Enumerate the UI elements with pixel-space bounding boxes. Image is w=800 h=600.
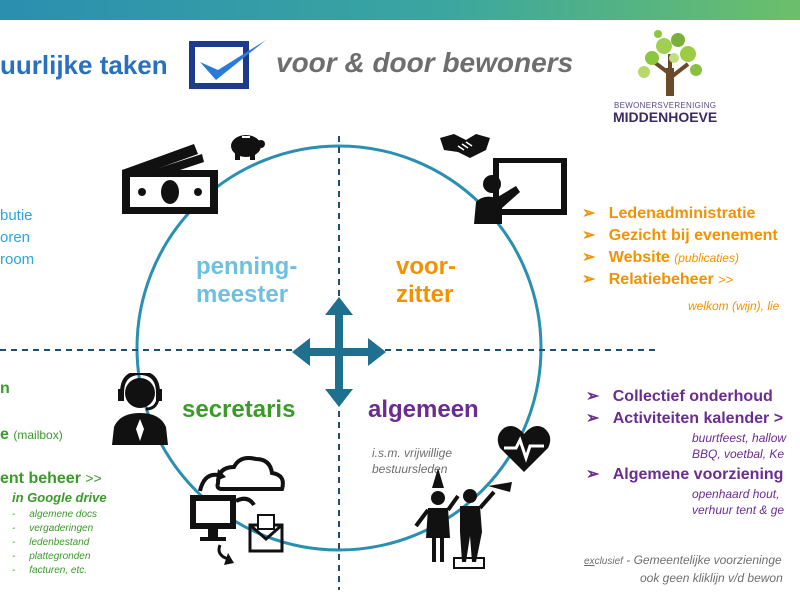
file-name: plattegronden (29, 551, 91, 562)
role-penningmeester: penning- meester (196, 253, 297, 309)
detail-line: verhuur tent & ge (692, 503, 785, 517)
algemeen-task-2: ➢ Activiteiten kalender > (586, 408, 783, 430)
penningmeester-tasks: butie oren room (0, 205, 34, 271)
drive-file-list: - algemene docs - vergaderingen - ledenb… (12, 508, 97, 578)
task-suffix: (publicaties) (674, 251, 739, 265)
bullet-icon: ➢ (582, 205, 596, 222)
secretaris-task-2-label: e (0, 426, 9, 443)
role-algemeen: algemeen (368, 396, 479, 423)
task-label: Gezicht bij evenement (608, 227, 778, 244)
file-name: facturen, etc. (29, 565, 88, 576)
list-item: - algemene docs (12, 509, 98, 520)
bullet-icon: ➢ (582, 271, 596, 288)
secretaris-task-3: ent beheer >> (0, 470, 102, 488)
heartbeat-icon (497, 426, 551, 472)
role-voorzitter: voor- zitter (396, 253, 456, 309)
list-item: butie (0, 207, 33, 224)
algemeen-note-line1: i.s.m. vrijwillige (372, 446, 453, 460)
task-label: Collectief onderhoud (612, 388, 773, 405)
list-item: ➢ Ledenadministratie (582, 203, 778, 225)
task-suffix: >> (718, 272, 734, 287)
list-item: ➢ Gezicht bij evenement (582, 225, 778, 247)
headset-icon (112, 373, 168, 445)
secretaris-task-2: e (mailbox) (0, 426, 63, 444)
role-secretaris: secretaris (182, 396, 296, 423)
bullet-icon: ➢ (586, 466, 600, 483)
algemeen-task-2-details: buurtfeest, hallow BBQ, voetbal, Ke (692, 430, 786, 462)
list-item: - facturen, etc. (12, 565, 88, 576)
logo-text-top: BEWONERSVERENIGING (614, 101, 717, 110)
relatiebeheer-note: welkom (wijn), lie (688, 299, 780, 313)
algemeen-task-3-details: openhaard hout, verhuur tent & ge (692, 486, 784, 518)
bullet-icon: ➢ (582, 227, 596, 244)
list-item: ➢ Website (publicaties) (582, 247, 778, 269)
list-item: room (0, 251, 35, 268)
role-voorzitter-line1: voor- (396, 253, 456, 280)
bullet-icon: ➢ (582, 249, 596, 266)
top-banner (0, 0, 800, 20)
secretaris-task-3-arrow: >> (85, 470, 102, 486)
party-people-icon (414, 468, 512, 569)
algemeen-note: i.s.m. vrijwillige bestuursleden (372, 445, 452, 477)
move-arrows-icon (292, 297, 386, 407)
handshake-icon (440, 134, 490, 158)
file-name: algemene docs (29, 509, 98, 520)
presenter-icon (474, 158, 567, 224)
footnote-prefix-rest: clusief (594, 556, 623, 567)
detail-line: BBQ, voetbal, Ke (692, 447, 785, 461)
task-label: Website (608, 249, 670, 266)
piggy-bank-icon (231, 135, 265, 160)
task-label: Ledenadministratie (608, 205, 756, 222)
list-item: oren (0, 229, 31, 246)
page-title-right: voor & door bewoners (276, 47, 574, 78)
voorzitter-tasks: ➢ Ledenadministratie ➢ Gezicht bij evene… (582, 203, 778, 291)
computer-cloud-icon (190, 456, 285, 565)
tree-logo-icon (638, 30, 702, 96)
list-item: - vergaderingen (12, 523, 94, 534)
detail-line: buurtfeest, hallow (692, 431, 787, 445)
logo-text-bottom: MIDDENHOEVE (613, 109, 718, 125)
mail-icon (248, 514, 284, 553)
role-penningmeester-line2: meester (196, 281, 289, 308)
footnote-text: - Gemeentelijke voorzieninge (626, 553, 782, 567)
banner-divider (0, 20, 800, 26)
detail-line: openhaard hout, (692, 487, 780, 501)
task-label: Algemene voorziening (612, 466, 784, 483)
file-name: vergaderingen (29, 523, 94, 534)
role-penningmeester-line1: penning- (196, 253, 298, 280)
task-label: Activiteiten kalender > (612, 410, 784, 427)
secretaris-task-3-label: ent beheer (0, 470, 81, 487)
drive-label: in Google drive (12, 490, 107, 505)
file-name: ledenbestand (29, 537, 90, 548)
secretaris-task-2-suffix: (mailbox) (13, 428, 63, 442)
list-item: - ledenbestand (12, 537, 90, 548)
checkbox-icon (189, 40, 266, 89)
bullet-icon: ➢ (586, 388, 600, 405)
money-icon (122, 144, 218, 214)
algemeen-task-3: ➢ Algemene voorziening (586, 464, 783, 486)
bullet-icon: ➢ (586, 410, 600, 427)
list-item: - plattegronden (12, 551, 91, 562)
footnote-line1: exclusief - Gemeentelijke voorzieninge (584, 552, 783, 570)
footnote-line2: ook geen kliklijn v/d bewon (640, 571, 783, 585)
list-item: ➢ Relatiebeheer >> (582, 269, 778, 291)
role-circle (135, 144, 543, 552)
exclusion-footnote: exclusief - Gemeentelijke voorzieninge o… (584, 552, 783, 586)
algemeen-task-1: ➢ Collectief onderhoud (586, 386, 773, 408)
role-voorzitter-line2: zitter (396, 281, 454, 308)
secretaris-task-1: n (0, 380, 10, 397)
page-title-left: uurlijke taken (0, 50, 168, 80)
task-label: Relatiebeheer (608, 271, 714, 288)
footnote-prefix-ex: ex (584, 556, 595, 567)
algemeen-note-line2: bestuursleden (372, 462, 448, 476)
